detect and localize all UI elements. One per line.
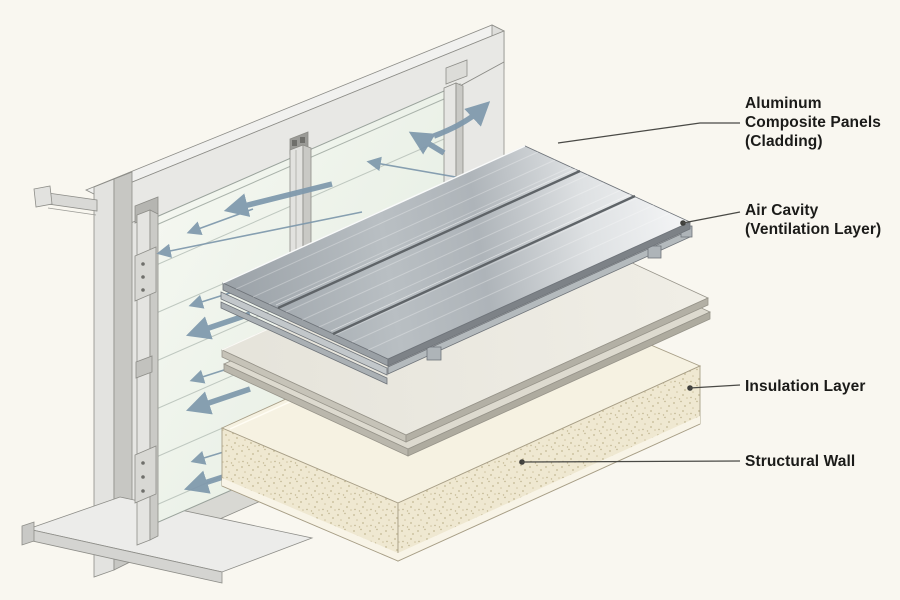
leader-air-cavity <box>680 211 741 226</box>
label-insulation: Insulation Layer <box>745 377 865 396</box>
label-structural-wall: Structural Wall <box>745 452 855 471</box>
airflow-exit-arrow-icon <box>433 101 491 139</box>
leader-insulation <box>687 384 741 391</box>
label-cladding: Aluminum Composite Panels (Cladding) <box>745 94 881 151</box>
label-air-cavity-line: (Ventilation Layer) <box>745 221 882 238</box>
label-structural-wall-line: Structural Wall <box>745 453 856 470</box>
leader-lines <box>519 122 741 465</box>
leader-cladding <box>557 122 740 144</box>
leader-structural-wall <box>519 459 741 465</box>
airflow-arrow-icon <box>156 211 363 258</box>
cladding-panel-layer <box>220 145 693 385</box>
label-cladding-line: Aluminum <box>745 95 822 112</box>
label-cladding-line: (Cladding) <box>745 133 823 150</box>
airflow-arrow-icon <box>186 208 254 236</box>
label-insulation-line: Insulation Layer <box>745 378 866 395</box>
label-air-cavity-line: Air Cavity <box>745 202 819 219</box>
label-cladding-line: Composite Panels <box>745 114 881 131</box>
airflow-arrow-icon <box>223 181 333 217</box>
label-air-cavity: Air Cavity (Ventilation Layer) <box>745 201 881 239</box>
airflow-arrow-icon <box>408 131 446 156</box>
airflow-arrow-icon <box>185 386 251 415</box>
